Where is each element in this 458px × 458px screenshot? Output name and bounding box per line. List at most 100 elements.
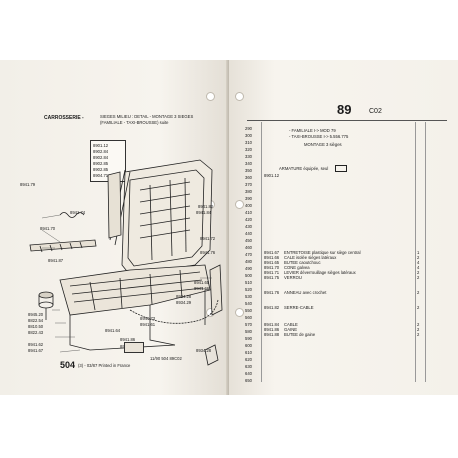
callout-label: 8941.70 (40, 226, 56, 231)
part-description: SERRE-CABLE (284, 305, 314, 310)
detail-box (124, 342, 144, 353)
row-number: 410 (245, 210, 252, 215)
row-number: 530 (245, 294, 252, 299)
part-description: CALE isolée sièges latéraux (284, 255, 337, 260)
seat-frame-exploded-diagram (29, 159, 223, 366)
armature-part-number: 8901.12 (264, 173, 280, 178)
part-description: VERROU (284, 275, 302, 280)
row-number: 580 (245, 329, 252, 334)
armature-label: ARMATURE équipée, seul (279, 166, 329, 171)
binder-hole (235, 200, 244, 209)
callout-label: 8810.50 (28, 324, 44, 329)
ref-line: 8902.84 (93, 155, 109, 160)
row-number: 570 (245, 322, 252, 327)
part-quantity: 4 (417, 265, 420, 270)
row-number: 300 (245, 133, 252, 138)
row-number: 440 (245, 231, 252, 236)
row-number: 630 (245, 364, 252, 369)
row-number: 460 (245, 245, 252, 250)
part-number: 8941.84 (264, 322, 280, 327)
part-quantity: 1 (417, 250, 420, 255)
right-page: 89 C02 - FAMILIALE I-> MOD 79 - TAXI-BRO… (229, 60, 458, 395)
part-number: 8941.76 (264, 290, 280, 295)
part-number: 8941.66 (264, 255, 280, 260)
row-number: 620 (245, 357, 252, 362)
table-column-line (415, 122, 416, 382)
section-subtitle: SIEGES MILIEU : DETAIL - MONTAGE 3 SIEGE… (100, 114, 194, 119)
callout-label: 8941.84 (196, 210, 212, 215)
callout-label: 8941.64 (105, 328, 121, 333)
row-number: 490 (245, 266, 252, 271)
ref-line: 8902.85 (93, 161, 109, 166)
section-subtitle-2: (FAMILIALE - TAXI-BROUSSE) suite (100, 120, 169, 125)
armature-icon (335, 165, 347, 172)
header-line: MONTAGE 3 sièges (304, 142, 342, 147)
part-quantity: 2 (417, 327, 420, 332)
part-description: ENTRETOISE plastique sur siège central (284, 250, 361, 255)
part-quantity: 2 (417, 270, 420, 275)
row-number: 370 (245, 182, 252, 187)
row-number: 640 (245, 371, 252, 376)
header-line: - TAXI-BROUSSE I-> 5.556.775 (289, 134, 349, 139)
part-description: LEVIER déverrouillage sièges latéraux (284, 270, 356, 275)
part-number: 8941.88 (264, 332, 280, 337)
part-number: 8941.70 (264, 265, 280, 270)
ref-line: 8902.85 (93, 167, 109, 172)
row-number: 550 (245, 308, 252, 313)
binder-hole (235, 308, 244, 317)
part-description: BUTEE de gaine (284, 332, 316, 337)
footer-print-info: (3) - 03/87 Printed in France (78, 363, 131, 368)
part-description: ANNEAU avec crochet (284, 290, 327, 295)
binder-hole (206, 92, 215, 101)
row-number: 310 (245, 140, 252, 145)
part-number: 8941.65 (264, 260, 280, 265)
row-number: 400 (245, 203, 252, 208)
row-number: 610 (245, 350, 252, 355)
part-number: 8941.82 (264, 305, 280, 310)
callout-label: 11/90 504 89C02 (150, 356, 182, 361)
footer-model: 504 (60, 360, 76, 370)
page-number: 89 (337, 102, 352, 117)
row-number: 340 (245, 161, 252, 166)
callout-label: 8945.20 (28, 312, 44, 317)
page-code: C02 (369, 108, 382, 115)
open-parts-catalog-book: CARROSSERIE - SIEGES MILIEU : DETAIL - M… (0, 60, 458, 395)
row-number: 650 (245, 378, 252, 383)
part-quantity: 2 (417, 322, 420, 327)
callout-label: 8941.67 (28, 348, 44, 353)
callout-label: 8941.61 (140, 322, 156, 327)
part-quantity: 4 (417, 260, 420, 265)
table-column-line (425, 122, 426, 382)
callout-label: 8941.65 (194, 280, 210, 285)
callout-label: 8822.54 (28, 318, 44, 323)
ref-line: 8902.84 (93, 149, 109, 154)
part-description: GAINE (284, 327, 298, 332)
callout-label: 8934.28 (176, 294, 192, 299)
part-number: 8941.86 (264, 327, 280, 332)
row-number: 480 (245, 259, 252, 264)
row-number: 330 (245, 154, 252, 159)
row-number: 500 (245, 273, 252, 278)
row-number: 560 (245, 315, 252, 320)
part-quantity: 2 (417, 305, 420, 310)
row-number: 430 (245, 224, 252, 229)
callout-label: 8941.74 (70, 210, 86, 215)
callout-label: 8941.86 (120, 337, 136, 342)
callout-label: 8941.73 (140, 316, 156, 321)
section-title: CARROSSERIE - (44, 115, 84, 121)
row-number: 510 (245, 280, 252, 285)
header-line: - FAMILIALE I-> MOD 79 (289, 128, 336, 133)
row-number: 450 (245, 238, 252, 243)
callout-label: 8941.72 (200, 236, 216, 241)
part-description: CONE galvea (284, 265, 310, 270)
part-number: 8941.75 (264, 275, 280, 280)
binder-hole (235, 92, 244, 101)
left-page: CARROSSERIE - SIEGES MILIEU : DETAIL - M… (0, 60, 229, 395)
row-number: 290 (245, 126, 252, 131)
part-quantity: 2 (417, 290, 420, 295)
callout-label: 8941.87 (48, 258, 64, 263)
part-description: BUTEE caoutchouc (284, 260, 321, 265)
row-number: 380 (245, 189, 252, 194)
callout-label: 8934.29 (176, 300, 192, 305)
row-number: 470 (245, 252, 252, 257)
